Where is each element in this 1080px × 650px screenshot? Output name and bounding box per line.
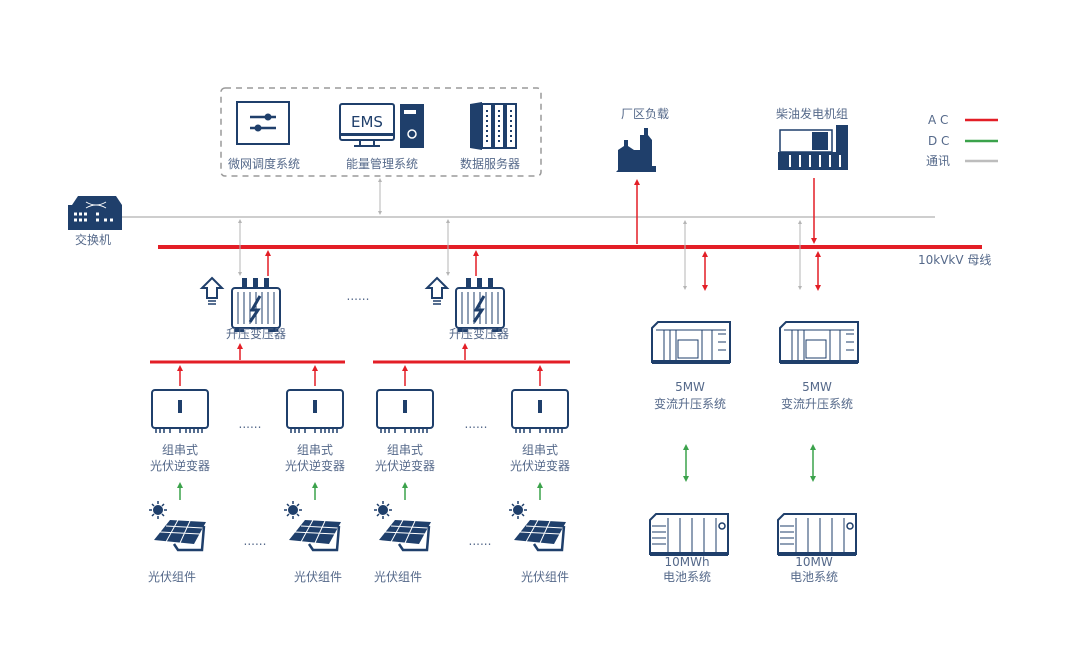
- transformer-icon: [230, 276, 282, 334]
- transformer-icon: [454, 276, 506, 334]
- dispatch-label: 微网调度系统: [228, 156, 300, 171]
- inverter-icon: [286, 389, 344, 434]
- ellipsis: ......: [244, 534, 267, 548]
- solar-panel-icon: [507, 499, 568, 552]
- inverter-icon: [511, 389, 569, 434]
- load-label: 厂区负载: [621, 107, 669, 121]
- ems-screen-text: EMS: [351, 113, 383, 131]
- inverter-label-2: 光伏逆变器: [510, 458, 570, 473]
- pcs-container-icon: [779, 321, 859, 365]
- server-icon: [470, 102, 517, 150]
- inverter-label-1: 组串式: [387, 443, 423, 457]
- ellipsis: ......: [347, 289, 370, 303]
- step-up-icon: [201, 277, 223, 305]
- inverter-label-1: 组串式: [162, 443, 198, 457]
- battery-container-icon: [649, 513, 729, 557]
- solar-panel-icon: [372, 499, 433, 552]
- transformer-label: 升压变压器: [226, 326, 286, 341]
- ellipsis: ......: [239, 417, 262, 431]
- battery-label-2: 电池系统: [663, 570, 711, 584]
- pv-module-label: 光伏组件: [374, 570, 422, 584]
- switch-label: 交换机: [75, 232, 111, 247]
- inverter-icon: [376, 389, 434, 434]
- inverter-icon: [151, 389, 209, 434]
- inverter-label-2: 光伏逆变器: [375, 458, 435, 473]
- pv-module-label: 光伏组件: [294, 570, 342, 584]
- genset-label: 柴油发电机组: [776, 106, 848, 121]
- pv-module-label: 光伏组件: [521, 570, 569, 584]
- transformer-label: 升压变压器: [449, 326, 509, 341]
- legend-ac: A C: [928, 113, 948, 127]
- bus-label: 10kVkV 母线: [918, 253, 991, 267]
- inverter-label-1: 组串式: [522, 443, 558, 457]
- inverter-group: 组串式光伏逆变器光伏组件组串式光伏逆变器光伏组件组串式光伏逆变器光伏组件组串式光…: [147, 365, 570, 584]
- server-label: 数据服务器: [460, 156, 520, 171]
- factory-icon: [616, 128, 656, 172]
- control-system-group: 微网调度系统 EMS 能量管理系统 数据服务器: [220, 87, 542, 177]
- legend-dc: D C: [928, 134, 949, 148]
- solar-panel-icon: [282, 499, 343, 552]
- pv-branch-2: 升压变压器: [373, 219, 570, 364]
- pv-module-label: 光伏组件: [148, 570, 196, 584]
- legend-comm: 通讯: [926, 154, 950, 168]
- battery-label-1: 10MWh: [664, 555, 709, 569]
- ems-label: 能量管理系统: [346, 156, 418, 171]
- pcs-label-2: 变流升压系统: [781, 396, 853, 411]
- ellipsis: ......: [469, 534, 492, 548]
- inverter-label-1: 组串式: [297, 443, 333, 457]
- inverter-label-2: 光伏逆变器: [150, 458, 210, 473]
- pcs-label-1: 5MW: [802, 380, 832, 394]
- pcs-container-icon: [651, 321, 731, 365]
- battery-container-icon: [777, 513, 857, 557]
- solar-panel-icon: [147, 499, 208, 552]
- inverter-label-2: 光伏逆变器: [285, 458, 345, 473]
- battery-label-1: 10MW: [795, 555, 833, 569]
- ems-monitor-icon: EMS: [339, 103, 424, 148]
- pv-branch-1: 升压变压器: [150, 219, 345, 364]
- step-up-icon: [426, 277, 448, 305]
- switch-icon: [68, 196, 122, 230]
- pcs-label-2: 变流升压系统: [654, 396, 726, 411]
- dispatch-icon: [236, 101, 290, 145]
- pcs-label-1: 5MW: [675, 380, 705, 394]
- genset-icon: [778, 125, 848, 170]
- ellipsis: ......: [465, 417, 488, 431]
- legend: A C D C 通讯: [926, 113, 998, 168]
- battery-label-2: 电池系统: [790, 570, 838, 584]
